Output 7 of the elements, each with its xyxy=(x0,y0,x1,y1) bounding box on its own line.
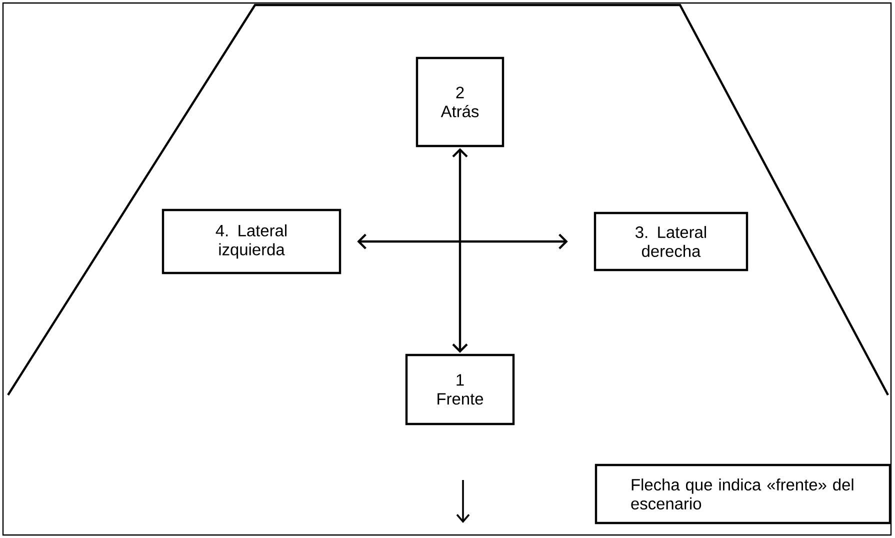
text-box: 1 Frente xyxy=(405,354,515,426)
text-box: 3. Lateral derecha xyxy=(594,212,748,272)
text-box: 2 Atrás xyxy=(416,56,504,148)
arrow xyxy=(357,234,568,250)
text-box: 4. Lateral izquierda xyxy=(162,208,342,274)
arrow xyxy=(452,148,468,353)
text-box: Flecha que indica «frente» del escenario xyxy=(594,464,892,524)
